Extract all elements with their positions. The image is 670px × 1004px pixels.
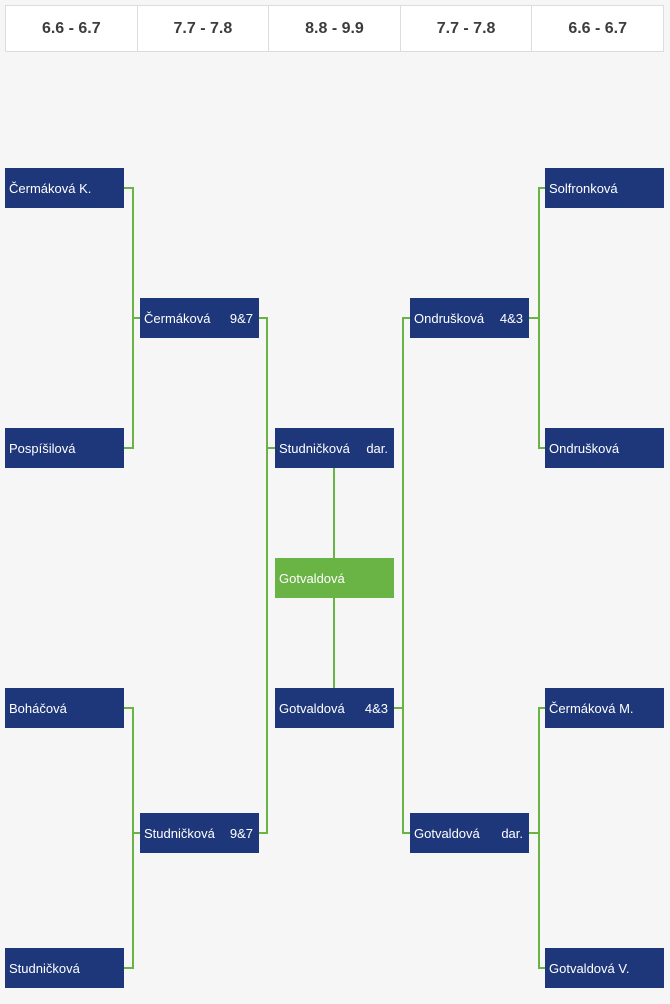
player-box-right-r1-1[interactable]: Solfronková (545, 168, 664, 208)
player-box-left-r1-2[interactable]: Pospíšilová (5, 428, 124, 468)
player-name: Čermáková M. (549, 700, 634, 716)
match-score: 4&3 (364, 700, 388, 716)
match-score: 9&7 (229, 825, 253, 841)
match-score: 9&7 (229, 310, 253, 326)
player-name: Čermáková K. (9, 180, 92, 196)
match-score: dar. (501, 825, 523, 841)
player-name: Pospíšilová (9, 440, 76, 456)
player-name: Solfronková (549, 180, 618, 196)
round-date-4: 7.7 - 7.8 (401, 6, 533, 51)
player-name: Ondrušková (414, 310, 485, 326)
player-box-right-r1-4[interactable]: Gotvaldová V. (545, 948, 664, 988)
round-date-1: 6.6 - 6.7 (6, 6, 138, 51)
player-box-right-r1-3[interactable]: Čermáková M. (545, 688, 664, 728)
match-score: 4&3 (499, 310, 523, 326)
player-box-semi-bottom[interactable]: Gotvaldová 4&3 (275, 688, 394, 728)
player-name: Studničková (9, 960, 80, 976)
player-name: Ondrušková (549, 440, 620, 456)
player-name: Gotvaldová (279, 700, 345, 716)
round-date-2: 7.7 - 7.8 (138, 6, 270, 51)
player-box-left-r2-2[interactable]: Studničková 9&7 (140, 813, 259, 853)
player-box-semi-top[interactable]: Studničková dar. (275, 428, 394, 468)
player-name: Gotvaldová V. (549, 960, 630, 976)
round-date-3: 8.8 - 9.9 (269, 6, 401, 51)
rounds-header: 6.6 - 6.7 7.7 - 7.8 8.8 - 9.9 7.7 - 7.8 … (5, 5, 664, 52)
player-name: Studničková (144, 825, 215, 841)
player-box-left-r1-1[interactable]: Čermáková K. (5, 168, 124, 208)
player-box-left-r2-1[interactable]: Čermáková 9&7 (140, 298, 259, 338)
player-box-right-r2-1[interactable]: Ondrušková 4&3 (410, 298, 529, 338)
winner-name: Gotvaldová (279, 570, 345, 586)
player-box-right-r1-2[interactable]: Ondrušková (545, 428, 664, 468)
player-name: Čermáková (144, 310, 211, 326)
round-date-5: 6.6 - 6.7 (568, 19, 628, 37)
player-name: Boháčová (9, 700, 67, 716)
player-box-left-r1-3[interactable]: Boháčová (5, 688, 124, 728)
match-score: dar. (366, 440, 388, 456)
player-box-left-r1-4[interactable]: Studničková (5, 948, 124, 988)
winner-box[interactable]: Gotvaldová (275, 558, 394, 598)
player-box-right-r2-2[interactable]: Gotvaldová dar. (410, 813, 529, 853)
player-name: Studničková (279, 440, 350, 456)
player-name: Gotvaldová (414, 825, 480, 841)
